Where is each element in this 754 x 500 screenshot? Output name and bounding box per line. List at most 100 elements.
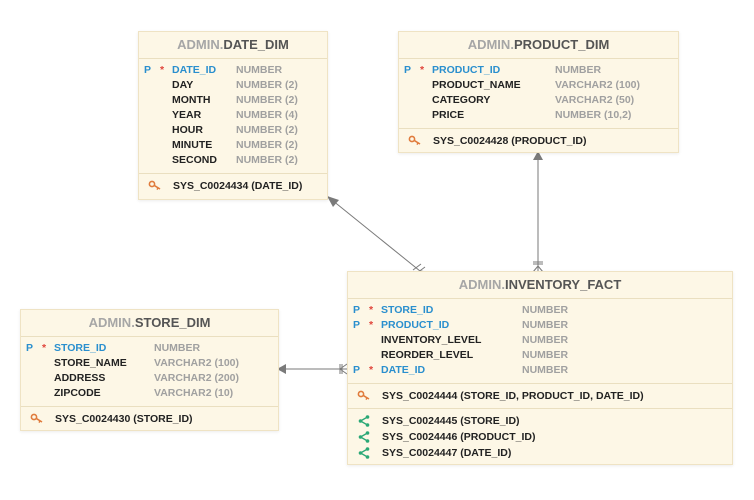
column-type: VARCHAR2 (200) [154, 372, 239, 384]
fk-constraint-list: SYS_C0024445 (STORE_ID) SYS_C0024446 (PRO… [348, 408, 732, 465]
column-row[interactable]: CATEGORY VARCHAR2 (50) [399, 93, 678, 108]
column-name: STORE_ID [54, 342, 107, 354]
column-name: PRODUCT_NAME [432, 79, 521, 91]
column-row[interactable]: MINUTE NUMBER (2) [139, 138, 327, 153]
column-name: STORE_NAME [54, 357, 127, 369]
column-type: NUMBER (2) [236, 124, 298, 136]
column-type: VARCHAR2 (50) [555, 94, 635, 106]
table-title: ADMIN.INVENTORY_FACT [348, 272, 732, 299]
column-name: MINUTE [172, 139, 213, 151]
column-name: STORE_ID [381, 304, 434, 316]
column-name: DATE_ID [172, 64, 217, 76]
constraint-name: SYS_C0024444 (STORE_ID, PRODUCT_ID, DATE… [382, 390, 644, 402]
column-name: HOUR [172, 124, 203, 136]
column-type: NUMBER [522, 349, 569, 361]
constraint-name: SYS_C0024428 (PRODUCT_ID) [433, 135, 587, 147]
relation-date-inventory [326, 195, 421, 272]
required-marker: * [369, 304, 374, 316]
column-type: NUMBER (2) [236, 94, 298, 106]
pk-marker: P [353, 319, 361, 331]
column-name: PRODUCT_ID [381, 319, 450, 331]
column-row[interactable]: P * STORE_ID NUMBER [348, 303, 732, 318]
column-row[interactable]: P * PRODUCT_ID NUMBER [348, 318, 732, 333]
pk-constraint-list: SYS_C0024444 (STORE_ID, PRODUCT_ID, DATE… [348, 384, 732, 408]
column-row[interactable]: REORDER_LEVEL NUMBER [348, 348, 732, 363]
pk-constraint-row[interactable]: SYS_C0024444 (STORE_ID, PRODUCT_ID, DATE… [348, 388, 732, 404]
column-row[interactable]: PRODUCT_NAME VARCHAR2 (100) [399, 78, 678, 93]
pk-constraint-list: SYS_C0024428 (PRODUCT_ID) [399, 129, 678, 153]
constraint-name: SYS_C0024434 (DATE_ID) [173, 180, 303, 192]
column-row[interactable]: P * STORE_ID NUMBER [21, 341, 278, 356]
fk-constraint-row[interactable]: SYS_C0024446 (PRODUCT_ID) [348, 429, 732, 445]
column-name: ADDRESS [54, 372, 106, 384]
key-icon [148, 178, 162, 199]
column-row[interactable]: DAY NUMBER (2) [139, 78, 327, 93]
column-type: NUMBER (2) [236, 79, 298, 91]
column-type: VARCHAR2 (10) [154, 387, 234, 399]
pk-constraint-list: SYS_C0024430 (STORE_ID) [21, 407, 278, 431]
column-row[interactable]: MONTH NUMBER (2) [139, 93, 327, 108]
fk-constraint-row[interactable]: SYS_C0024445 (STORE_ID) [348, 413, 732, 429]
pk-constraint-row[interactable]: SYS_C0024428 (PRODUCT_ID) [399, 133, 678, 149]
column-type: VARCHAR2 (100) [555, 79, 640, 91]
column-name: YEAR [172, 109, 202, 121]
column-type: NUMBER (4) [236, 109, 298, 121]
table-title: ADMIN.PRODUCT_DIM [399, 32, 678, 59]
key-icon [30, 411, 44, 432]
pk-marker: P [404, 64, 412, 76]
table-store-dim[interactable]: ADMIN.STORE_DIM P * STORE_ID NUMBER STORE_NA… [20, 309, 279, 431]
column-name: REORDER_LEVEL [381, 349, 474, 361]
required-marker: * [160, 64, 165, 76]
required-marker: * [369, 319, 374, 331]
column-type: NUMBER [522, 364, 569, 376]
column-name: DAY [172, 79, 194, 91]
table-title: ADMIN.STORE_DIM [21, 310, 278, 337]
constraint-name: SYS_C0024447 (DATE_ID) [382, 447, 512, 459]
column-row[interactable]: INVENTORY_LEVEL NUMBER [348, 333, 732, 348]
key-icon [408, 133, 422, 154]
column-type: NUMBER (2) [236, 139, 298, 151]
constraint-name: SYS_C0024446 (PRODUCT_ID) [382, 431, 536, 443]
column-type: NUMBER [522, 334, 569, 346]
column-type: NUMBER [522, 304, 569, 316]
pk-constraint-row[interactable]: SYS_C0024430 (STORE_ID) [21, 411, 278, 427]
pk-marker: P [26, 342, 34, 354]
share-icon [357, 445, 371, 466]
column-type: NUMBER [236, 64, 283, 76]
required-marker: * [42, 342, 47, 354]
fk-constraint-row[interactable]: SYS_C0024447 (DATE_ID) [348, 445, 732, 461]
column-name: PRICE [432, 109, 465, 121]
pk-constraint-row[interactable]: SYS_C0024434 (DATE_ID) [139, 178, 327, 194]
column-name: MONTH [172, 94, 211, 106]
required-marker: * [420, 64, 425, 76]
column-name: SECOND [172, 154, 217, 166]
share-icon [357, 429, 371, 450]
column-row[interactable]: YEAR NUMBER (4) [139, 108, 327, 123]
constraint-name: SYS_C0024430 (STORE_ID) [55, 413, 193, 425]
column-row[interactable]: ADDRESS VARCHAR2 (200) [21, 371, 278, 386]
column-name: INVENTORY_LEVEL [381, 334, 482, 346]
constraint-name: SYS_C0024445 (STORE_ID) [382, 415, 520, 427]
column-row[interactable]: HOUR NUMBER (2) [139, 123, 327, 138]
column-type: NUMBER [154, 342, 201, 354]
column-name: DATE_ID [381, 364, 426, 376]
column-type: NUMBER [522, 319, 569, 331]
pk-constraint-list: SYS_C0024434 (DATE_ID) [139, 174, 327, 198]
key-icon [357, 388, 371, 409]
pk-marker: P [353, 304, 361, 316]
column-name: CATEGORY [432, 94, 491, 106]
